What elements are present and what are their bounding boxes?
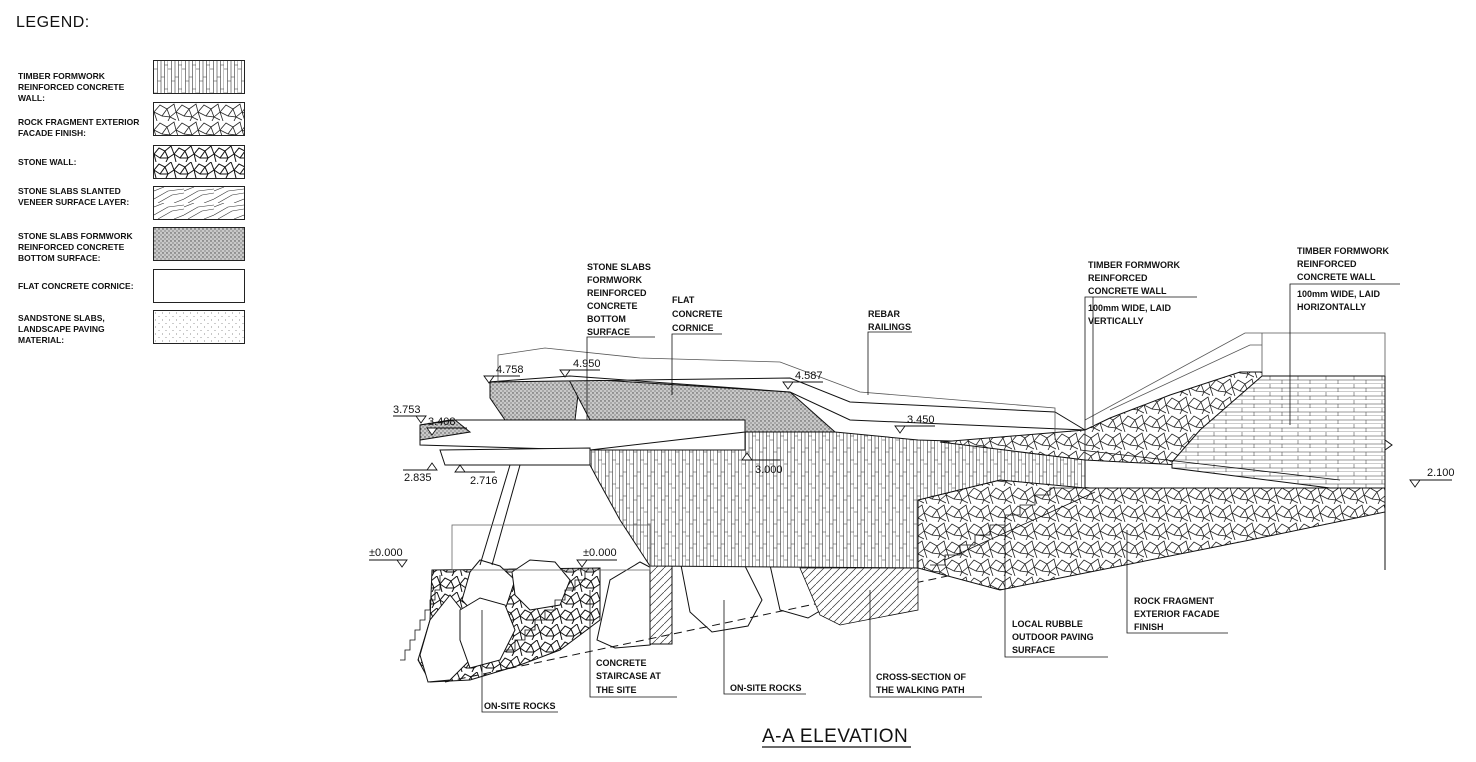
annotation-walking-path: CROSS-SECTION OF THE WALKING PATH xyxy=(876,672,969,695)
level-3408: 3.408 xyxy=(428,416,456,428)
annotation-timber-vertical: TIMBER FORMWORK REINFORCED CONCRETE WALL… xyxy=(1088,260,1183,326)
legend-swatch-slanted-veneer xyxy=(153,186,245,220)
annotation-rebar-railings: REBAR RAILINGS xyxy=(868,309,911,332)
right-stairs xyxy=(930,487,1096,566)
walking-path-section xyxy=(799,567,919,626)
legend-title: LEGEND: xyxy=(16,14,90,31)
level-markers xyxy=(369,369,1452,568)
level-0000-left: ±0.000 xyxy=(369,547,403,559)
legend-label-slanted-veneer: STONE SLABS SLANTED VENEER SURFACE LAYER… xyxy=(18,186,130,207)
ground-profile xyxy=(417,551,1001,683)
legend-swatch-sandstone xyxy=(153,310,245,344)
level-3000: 3.000 xyxy=(755,464,783,476)
legend-label-flat-cornice: FLAT CONCRETE CORNICE: xyxy=(18,281,134,291)
level-2716: 2.716 xyxy=(470,475,498,487)
annotation-flat-cornice: FLAT CONCRETE CORNICE xyxy=(672,295,725,333)
left-stairs xyxy=(400,572,586,661)
annotation-rubble-paving: LOCAL RUBBLE OUTDOOR PAVING SURFACE xyxy=(1012,619,1096,655)
legend-swatch-dense-dots xyxy=(153,227,245,261)
legend-swatch-flat-cornice xyxy=(153,269,245,303)
legend-label-stone-wall: STONE WALL: xyxy=(18,157,77,167)
level-0000-mid: ±0.000 xyxy=(583,547,617,559)
legend-label-rock-fragment: ROCK FRAGMENT EXTERIOR FACADE FINISH: xyxy=(18,117,140,138)
level-2835: 2.835 xyxy=(404,472,432,484)
annotation-onsite-rocks-left: ON-SITE ROCKS xyxy=(484,701,556,711)
annotation-onsite-rocks-mid: ON-SITE ROCKS xyxy=(730,683,802,693)
annotation-concrete-staircase: CONCRETE STAIRCASE AT THE SITE xyxy=(596,658,663,695)
level-3753: 3.753 xyxy=(393,404,421,416)
annotation-stone-slabs: STONE SLABS FORMWORK REINFORCED CONCRETE… xyxy=(587,262,653,337)
level-4758: 4.758 xyxy=(496,364,524,376)
legend-swatch-rock-fragment xyxy=(153,102,245,136)
elevation-caption: A-A ELEVATION xyxy=(762,726,908,747)
legend-label-timber: TIMBER FORMWORK REINFORCED CONCRETE WALL… xyxy=(18,71,125,103)
annotation-rock-fragment: ROCK FRAGMENT EXTERIOR FACADE FINISH xyxy=(1134,596,1222,632)
level-3450: 3.450 xyxy=(907,414,935,426)
annotation-timber-horizontal: TIMBER FORMWORK REINFORCED CONCRETE WALL… xyxy=(1297,246,1392,312)
leader-lines xyxy=(481,283,1400,713)
legend-swatch-stone-wall xyxy=(153,145,245,179)
legend-label-dense-dots: STONE SLABS FORMWORK REINFORCED CONCRETE… xyxy=(18,231,133,263)
cantilever-slabs xyxy=(419,375,1086,566)
level-4587: 4.587 xyxy=(795,370,823,382)
level-2100: 2.100 xyxy=(1427,467,1455,479)
legend-swatch-timber xyxy=(153,60,245,94)
legend-label-sandstone: SANDSTONE SLABS, LANDSCAPE PAVING MATERI… xyxy=(18,313,105,345)
rebar-railings xyxy=(451,332,1386,571)
